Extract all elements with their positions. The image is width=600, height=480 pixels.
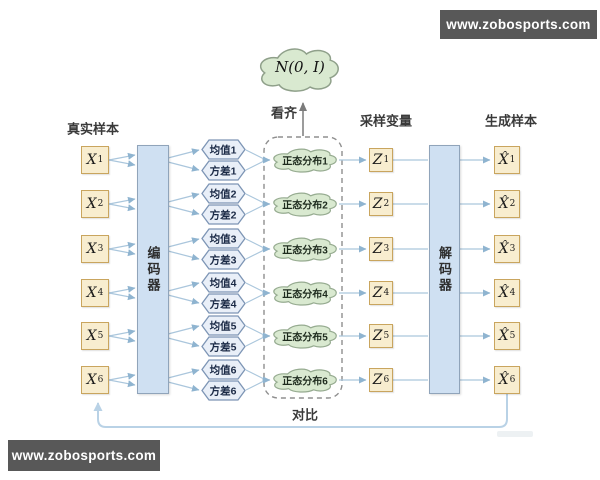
distribution-label-4: 正态分布4: [282, 289, 328, 301]
xhat3-symbol: X̂: [498, 241, 509, 257]
encoder-block: 编码器: [137, 145, 169, 394]
output-box-xhat4: X̂4: [494, 279, 520, 307]
decoder-block: 解码器: [429, 145, 460, 394]
real-samples-label: 真实样本: [66, 121, 120, 137]
z4-symbol: Z: [372, 285, 383, 301]
x2-symbol: X: [86, 196, 97, 212]
xhat4-symbol: X̂: [498, 285, 509, 301]
xhat5-symbol: X̂: [498, 328, 509, 344]
faint-artifact: [497, 431, 533, 437]
x6-symbol: X: [86, 372, 97, 388]
xhat3-subscript: 3: [509, 243, 516, 254]
z1-subscript: 1: [383, 154, 390, 165]
x1-symbol: X: [86, 152, 97, 168]
xhat2-subscript: 2: [509, 198, 516, 209]
x1-subscript: 1: [97, 154, 104, 165]
distribution-label-6: 正态分布6: [282, 376, 328, 388]
mean-label-5: 均值5: [209, 320, 237, 333]
z5-symbol: Z: [372, 328, 383, 344]
x5-subscript: 5: [97, 330, 104, 341]
decoder-label: 解码器: [437, 245, 452, 294]
generated-samples-label: 生成样本: [484, 113, 538, 129]
x4-symbol: X: [86, 285, 97, 301]
watermark-top: www.zobosports.com: [440, 10, 597, 39]
output-box-xhat2: X̂2: [494, 190, 520, 218]
output-box-xhat5: X̂5: [494, 322, 520, 350]
variance-label-1: 方差1: [209, 165, 237, 178]
x5-symbol: X: [86, 328, 97, 344]
mean-label-4: 均值4: [209, 277, 237, 290]
z1-symbol: Z: [372, 152, 383, 168]
xhat6-symbol: X̂: [498, 372, 509, 388]
z6-subscript: 6: [383, 374, 390, 385]
variance-label-6: 方差6: [209, 385, 237, 398]
watermark-bottom: www.zobosports.com: [8, 440, 160, 471]
z2-subscript: 2: [383, 198, 390, 209]
watermark-bottom-text: www.zobosports.com: [11, 448, 157, 463]
distribution-label-1: 正态分布1: [282, 156, 328, 168]
align-label: 看齐: [270, 105, 298, 121]
variance-label-4: 方差4: [209, 298, 237, 311]
sampling-variables-label: 采样变量: [359, 113, 413, 129]
x4-subscript: 4: [97, 287, 104, 298]
variance-label-5: 方差5: [209, 341, 237, 354]
output-box-xhat1: X̂1: [494, 146, 520, 174]
xhat1-subscript: 1: [509, 154, 516, 165]
z4-subscript: 4: [383, 287, 390, 298]
z3-symbol: Z: [372, 241, 383, 257]
output-box-xhat6: X̂6: [494, 366, 520, 394]
z6-symbol: Z: [372, 372, 383, 388]
prior-distribution-label: N(0, I): [275, 58, 325, 76]
distribution-label-5: 正态分布5: [282, 332, 328, 344]
mean-label-2: 均值2: [209, 188, 237, 201]
compare-label: 对比: [291, 407, 319, 423]
xhat2-symbol: X̂: [498, 196, 509, 212]
encoder-label: 编码器: [145, 245, 161, 294]
mean-label-3: 均值3: [209, 233, 237, 246]
z5-subscript: 5: [383, 330, 390, 341]
x3-symbol: X: [86, 241, 97, 257]
mean-label-6: 均值6: [209, 364, 237, 377]
z3-subscript: 3: [383, 243, 390, 254]
variance-label-3: 方差3: [209, 254, 237, 267]
distribution-label-3: 正态分布3: [282, 245, 328, 257]
xhat1-symbol: X̂: [498, 152, 509, 168]
output-box-xhat3: X̂3: [494, 235, 520, 263]
x3-subscript: 3: [97, 243, 104, 254]
x6-subscript: 6: [97, 374, 104, 385]
xhat6-subscript: 6: [509, 374, 516, 385]
mean-label-1: 均值1: [209, 144, 237, 157]
x2-subscript: 2: [97, 198, 104, 209]
xhat5-subscript: 5: [509, 330, 516, 341]
z2-symbol: Z: [372, 196, 383, 212]
variance-label-2: 方差2: [209, 209, 237, 222]
watermark-top-text: www.zobosports.com: [446, 17, 591, 32]
xhat4-subscript: 4: [509, 287, 516, 298]
distribution-label-2: 正态分布2: [282, 200, 328, 212]
